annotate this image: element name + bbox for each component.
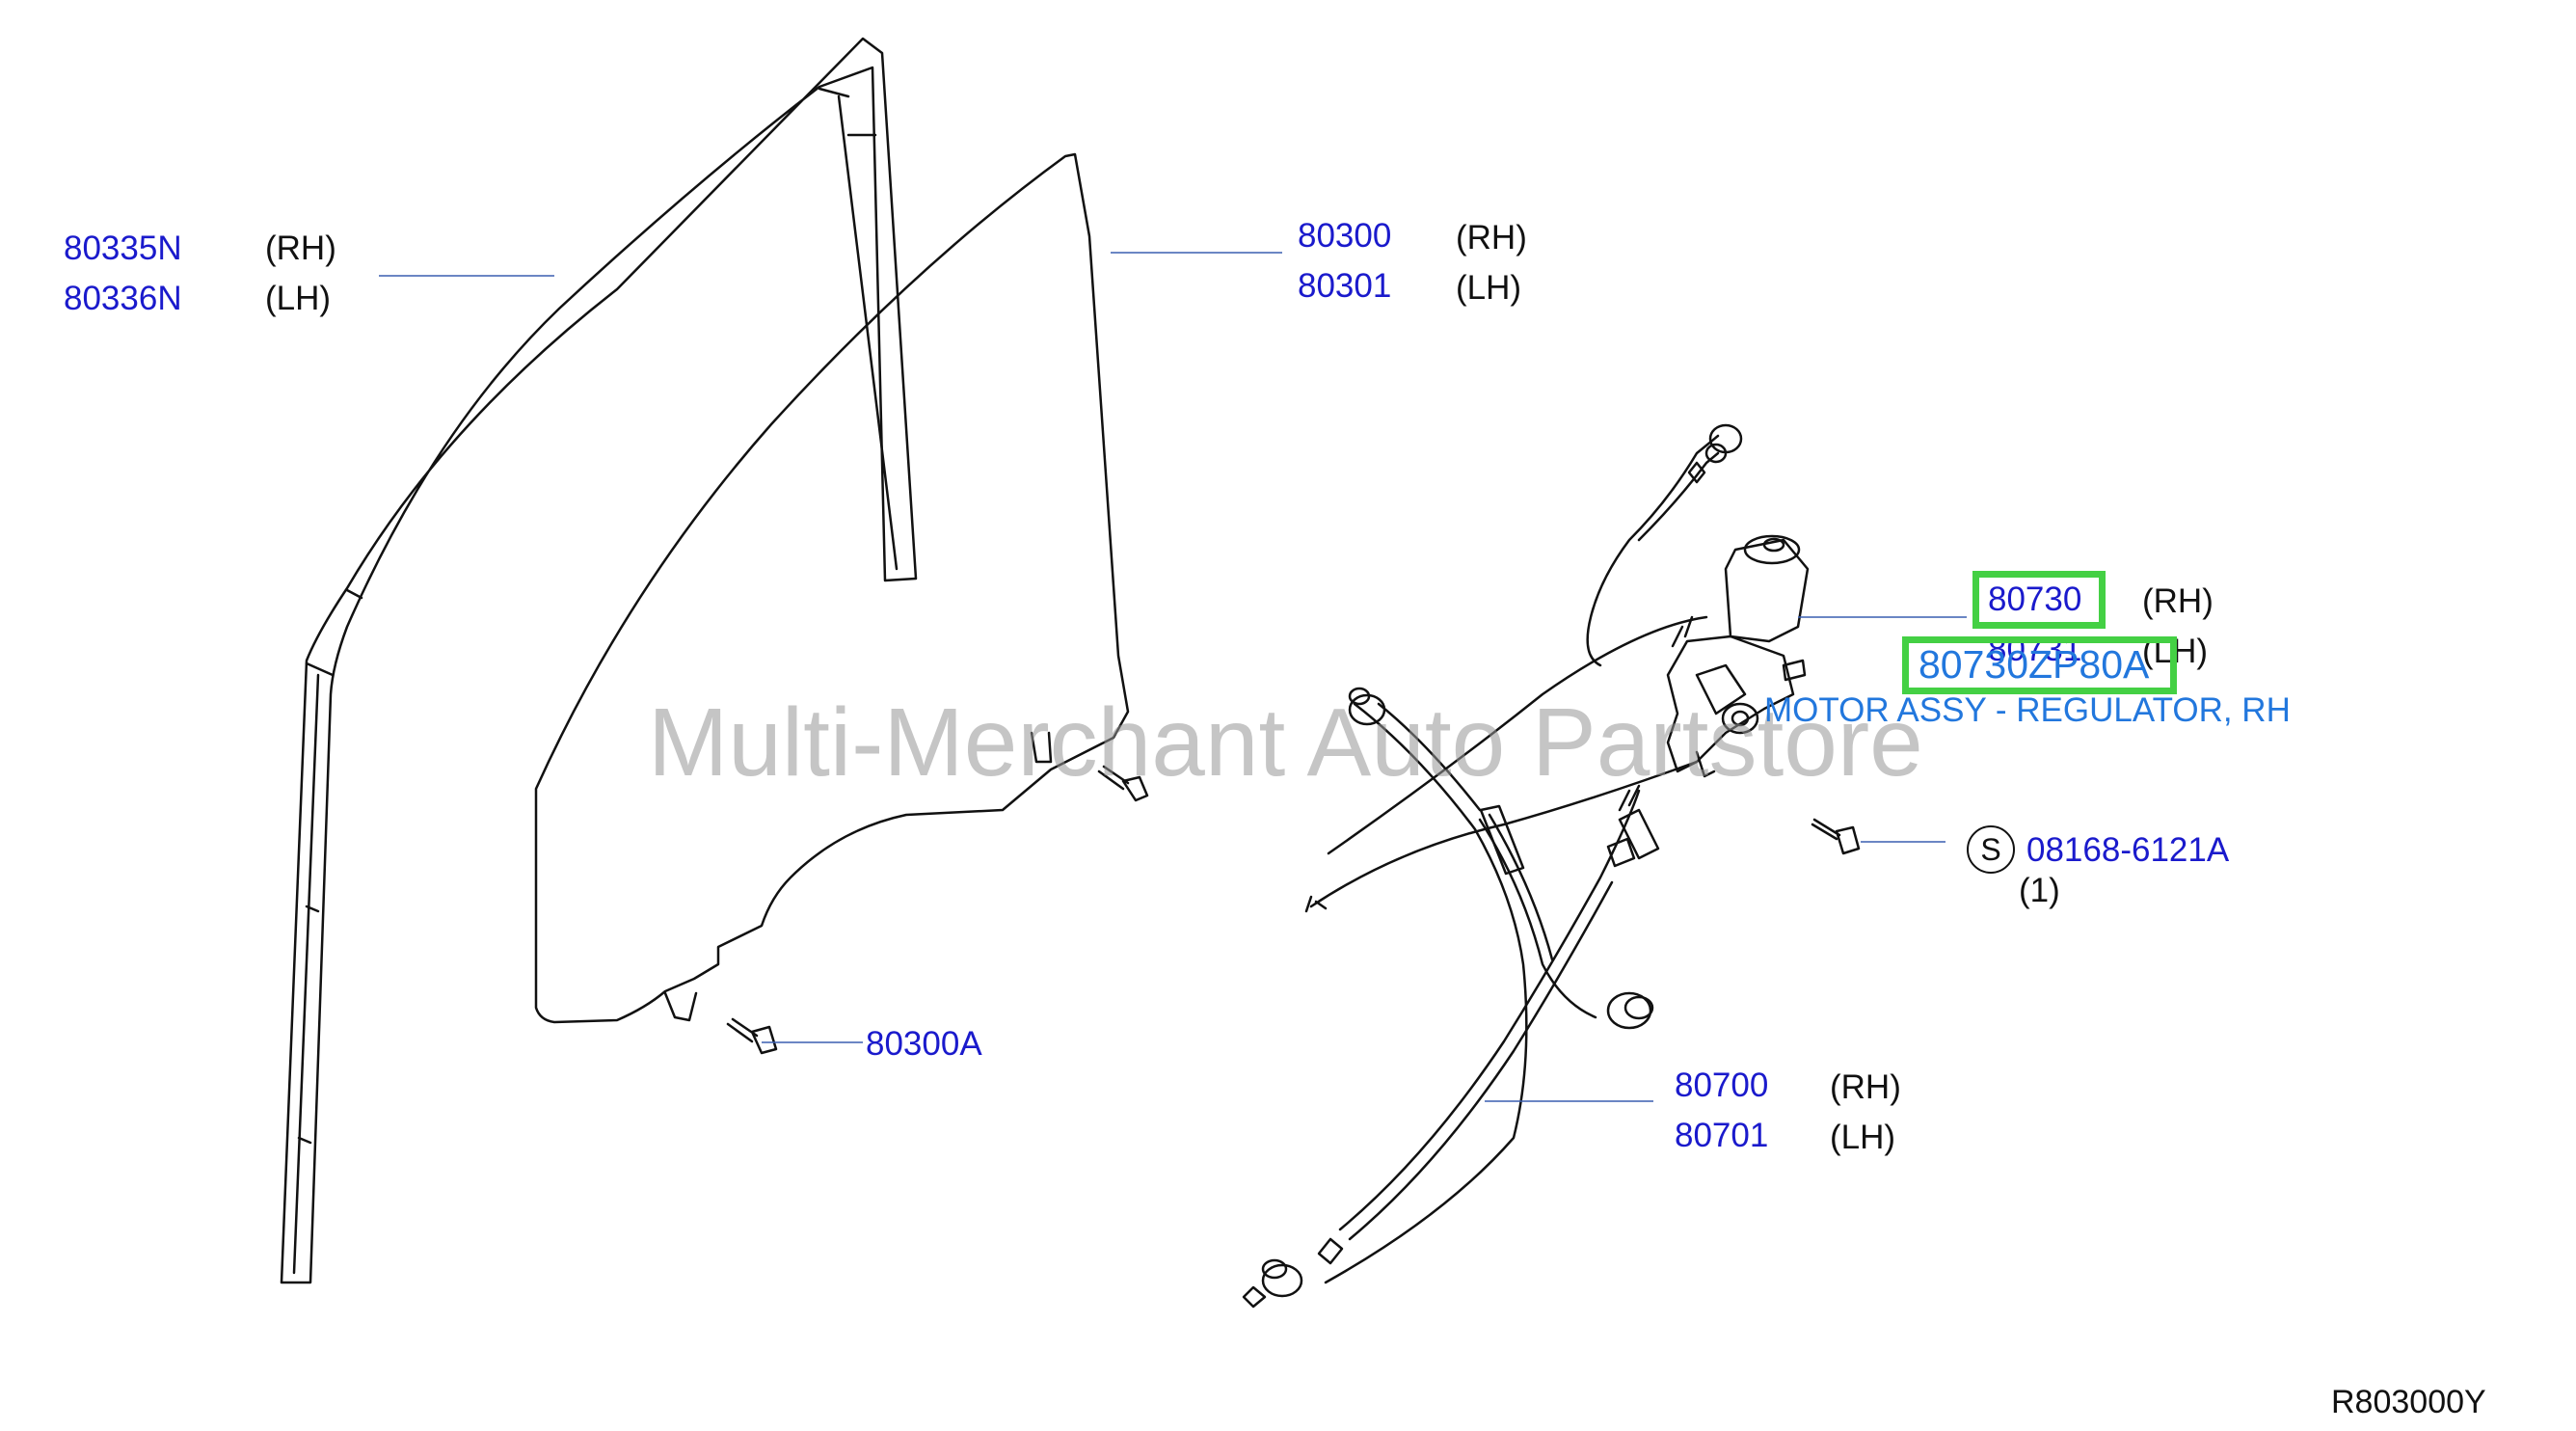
service-symbol-s: S xyxy=(1967,825,2015,874)
part-number-80300[interactable]: 80300 xyxy=(1298,217,1392,255)
part-number-08168-6121A[interactable]: 08168-6121A xyxy=(2026,831,2230,869)
window-regulator xyxy=(1242,423,1743,1309)
side-label-rh: (RH) xyxy=(2142,582,2214,620)
overlay-part-description: MOTOR ASSY - REGULATOR, RH xyxy=(1764,691,2291,729)
part-number-80300A[interactable]: 80300A xyxy=(866,1025,982,1063)
highlight-box-80730 xyxy=(1972,571,2106,629)
diagram-code: R803000Y xyxy=(2331,1384,2486,1420)
side-label-lh: (LH) xyxy=(265,280,332,317)
side-label-rh: (RH) xyxy=(265,230,336,267)
side-label-rh: (RH) xyxy=(1830,1068,1901,1106)
side-label-lh: (LH) xyxy=(1456,269,1522,307)
part-number-80700[interactable]: 80700 xyxy=(1675,1066,1769,1104)
overlay-part-number[interactable]: 80730ZP80A xyxy=(1919,642,2150,687)
highlight-box-overlay xyxy=(1902,636,2177,694)
part-number-80701[interactable]: 80701 xyxy=(1675,1117,1769,1154)
side-label-rh: (RH) xyxy=(1456,219,1527,256)
door-glass xyxy=(534,152,1130,1024)
quantity-label: (1) xyxy=(2019,872,2060,909)
part-number-80336N[interactable]: 80336N xyxy=(64,280,182,317)
glass-bolt-upper xyxy=(1097,765,1149,802)
side-label-lh: (LH) xyxy=(1830,1119,1896,1156)
part-number-80730[interactable]: 80730 xyxy=(1988,580,2082,618)
part-number-80301[interactable]: 80301 xyxy=(1298,267,1392,305)
regulator-motor xyxy=(1666,534,1810,778)
fastener-bolt xyxy=(1811,818,1861,855)
part-number-80335N[interactable]: 80335N xyxy=(64,230,182,267)
glass-bolt-lower xyxy=(726,1017,778,1055)
weatherstrip-channel xyxy=(280,37,918,1284)
